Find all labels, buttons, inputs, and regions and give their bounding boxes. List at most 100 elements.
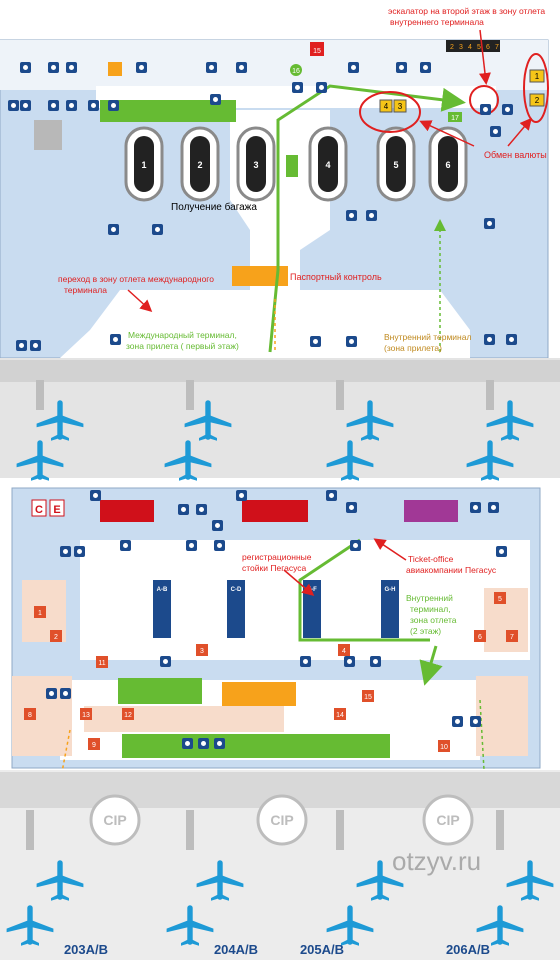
service-icon [110, 334, 121, 345]
svg-text:CIP: CIP [270, 812, 293, 828]
room-10: 10 [438, 740, 450, 752]
room-15: 15 [362, 690, 374, 702]
escalator-arrow [479, 29, 491, 85]
svg-text:A-B: A-B [157, 587, 168, 593]
room-7: 7 [506, 630, 518, 642]
aircraft [36, 400, 84, 441]
aircraft [166, 905, 214, 946]
svg-text:G-H: G-H [385, 587, 396, 593]
room-8: 8 [24, 708, 36, 720]
service-icon [152, 224, 163, 235]
aircraft [16, 440, 64, 481]
exchange-booths: 4 3 1 2 [379, 69, 545, 113]
service-icon [48, 62, 59, 73]
service-icon [292, 82, 303, 93]
svg-text:4: 4 [468, 44, 472, 51]
service-icon [88, 100, 99, 111]
checkin-note-line1: регистрационные [242, 552, 312, 562]
aircraft [326, 440, 374, 481]
svg-text:14: 14 [336, 712, 344, 719]
aircraft [184, 400, 232, 441]
passport-control-label: Паспортный контроль [290, 272, 382, 282]
service-icon [46, 688, 57, 699]
service-icon [350, 540, 361, 551]
room-15-label: 15 [313, 48, 321, 55]
route-intl-to-domestic [268, 84, 466, 353]
room-6: 6 [474, 630, 486, 642]
departures-aircraft [6, 810, 554, 946]
svg-text:1: 1 [38, 610, 42, 617]
service-icon [480, 104, 491, 115]
room-1: 1 [34, 606, 46, 618]
service-icon [470, 502, 481, 513]
service-icon [196, 504, 207, 515]
ticket-arrow [373, 538, 407, 561]
service-icon [344, 656, 355, 667]
passport-control-block [232, 266, 288, 286]
service-icon [120, 540, 131, 551]
svg-text:CIP: CIP [436, 812, 459, 828]
checkin-counter-G-H: G-H [381, 580, 399, 638]
purple-block [404, 500, 458, 522]
carousel-1: 1 [124, 126, 164, 202]
service-icon [8, 100, 19, 111]
service-icon [310, 336, 321, 347]
green-small-block [286, 155, 298, 177]
service-icon [346, 336, 357, 347]
svg-text:4: 4 [342, 648, 346, 655]
svg-text:6: 6 [478, 634, 482, 641]
svg-text:C-D: C-D [231, 587, 242, 593]
green-block-top [100, 100, 236, 122]
cip-lounge: CIP [256, 794, 308, 846]
svg-text:2: 2 [450, 44, 454, 51]
svg-text:9: 9 [92, 742, 96, 749]
service-icon [178, 504, 189, 515]
service-icon [74, 546, 85, 557]
service-icon [452, 716, 463, 727]
exchange-side-highlight [523, 53, 549, 123]
checkin-counter-C-D: C-D [227, 580, 245, 638]
service-icon [136, 62, 147, 73]
service-icon [300, 656, 311, 667]
letter-markers: C E [31, 499, 65, 517]
room-17-marker [448, 112, 462, 122]
room-12: 12 [122, 708, 134, 720]
service-icon [502, 104, 513, 115]
room-block-center [84, 706, 284, 732]
aircraft [506, 860, 554, 901]
service-icon [420, 62, 431, 73]
room-block-lower-right [476, 676, 528, 756]
service-icon [160, 656, 171, 667]
service-icon [214, 738, 225, 749]
checkin-arrow [283, 569, 315, 596]
carousel-5: 5 [376, 126, 416, 202]
aircraft [466, 440, 514, 481]
carousel-6: 6 [428, 126, 468, 202]
aircraft [6, 905, 54, 946]
service-icon [20, 62, 31, 73]
room-16-marker [290, 64, 302, 76]
domestic-note-line1: Внутренний [406, 593, 453, 603]
service-icon [236, 490, 247, 501]
service-icon [198, 738, 209, 749]
svg-text:E: E [53, 504, 60, 516]
service-icon [316, 82, 327, 93]
gate-label: 203A/B [64, 942, 108, 957]
svg-text:2: 2 [197, 160, 202, 170]
svg-text:C: C [35, 504, 43, 516]
exchange-arrow-right [507, 117, 532, 147]
service-icon [484, 334, 495, 345]
service-icon [506, 334, 517, 345]
svg-text:4: 4 [384, 102, 389, 111]
green-block-left [118, 678, 202, 704]
route-left-dashed [61, 729, 71, 773]
service-icon [490, 126, 501, 137]
room-9: 9 [88, 738, 100, 750]
room-16-label: 16 [292, 68, 300, 75]
svg-text:5: 5 [393, 160, 398, 170]
grey-room [34, 120, 62, 150]
